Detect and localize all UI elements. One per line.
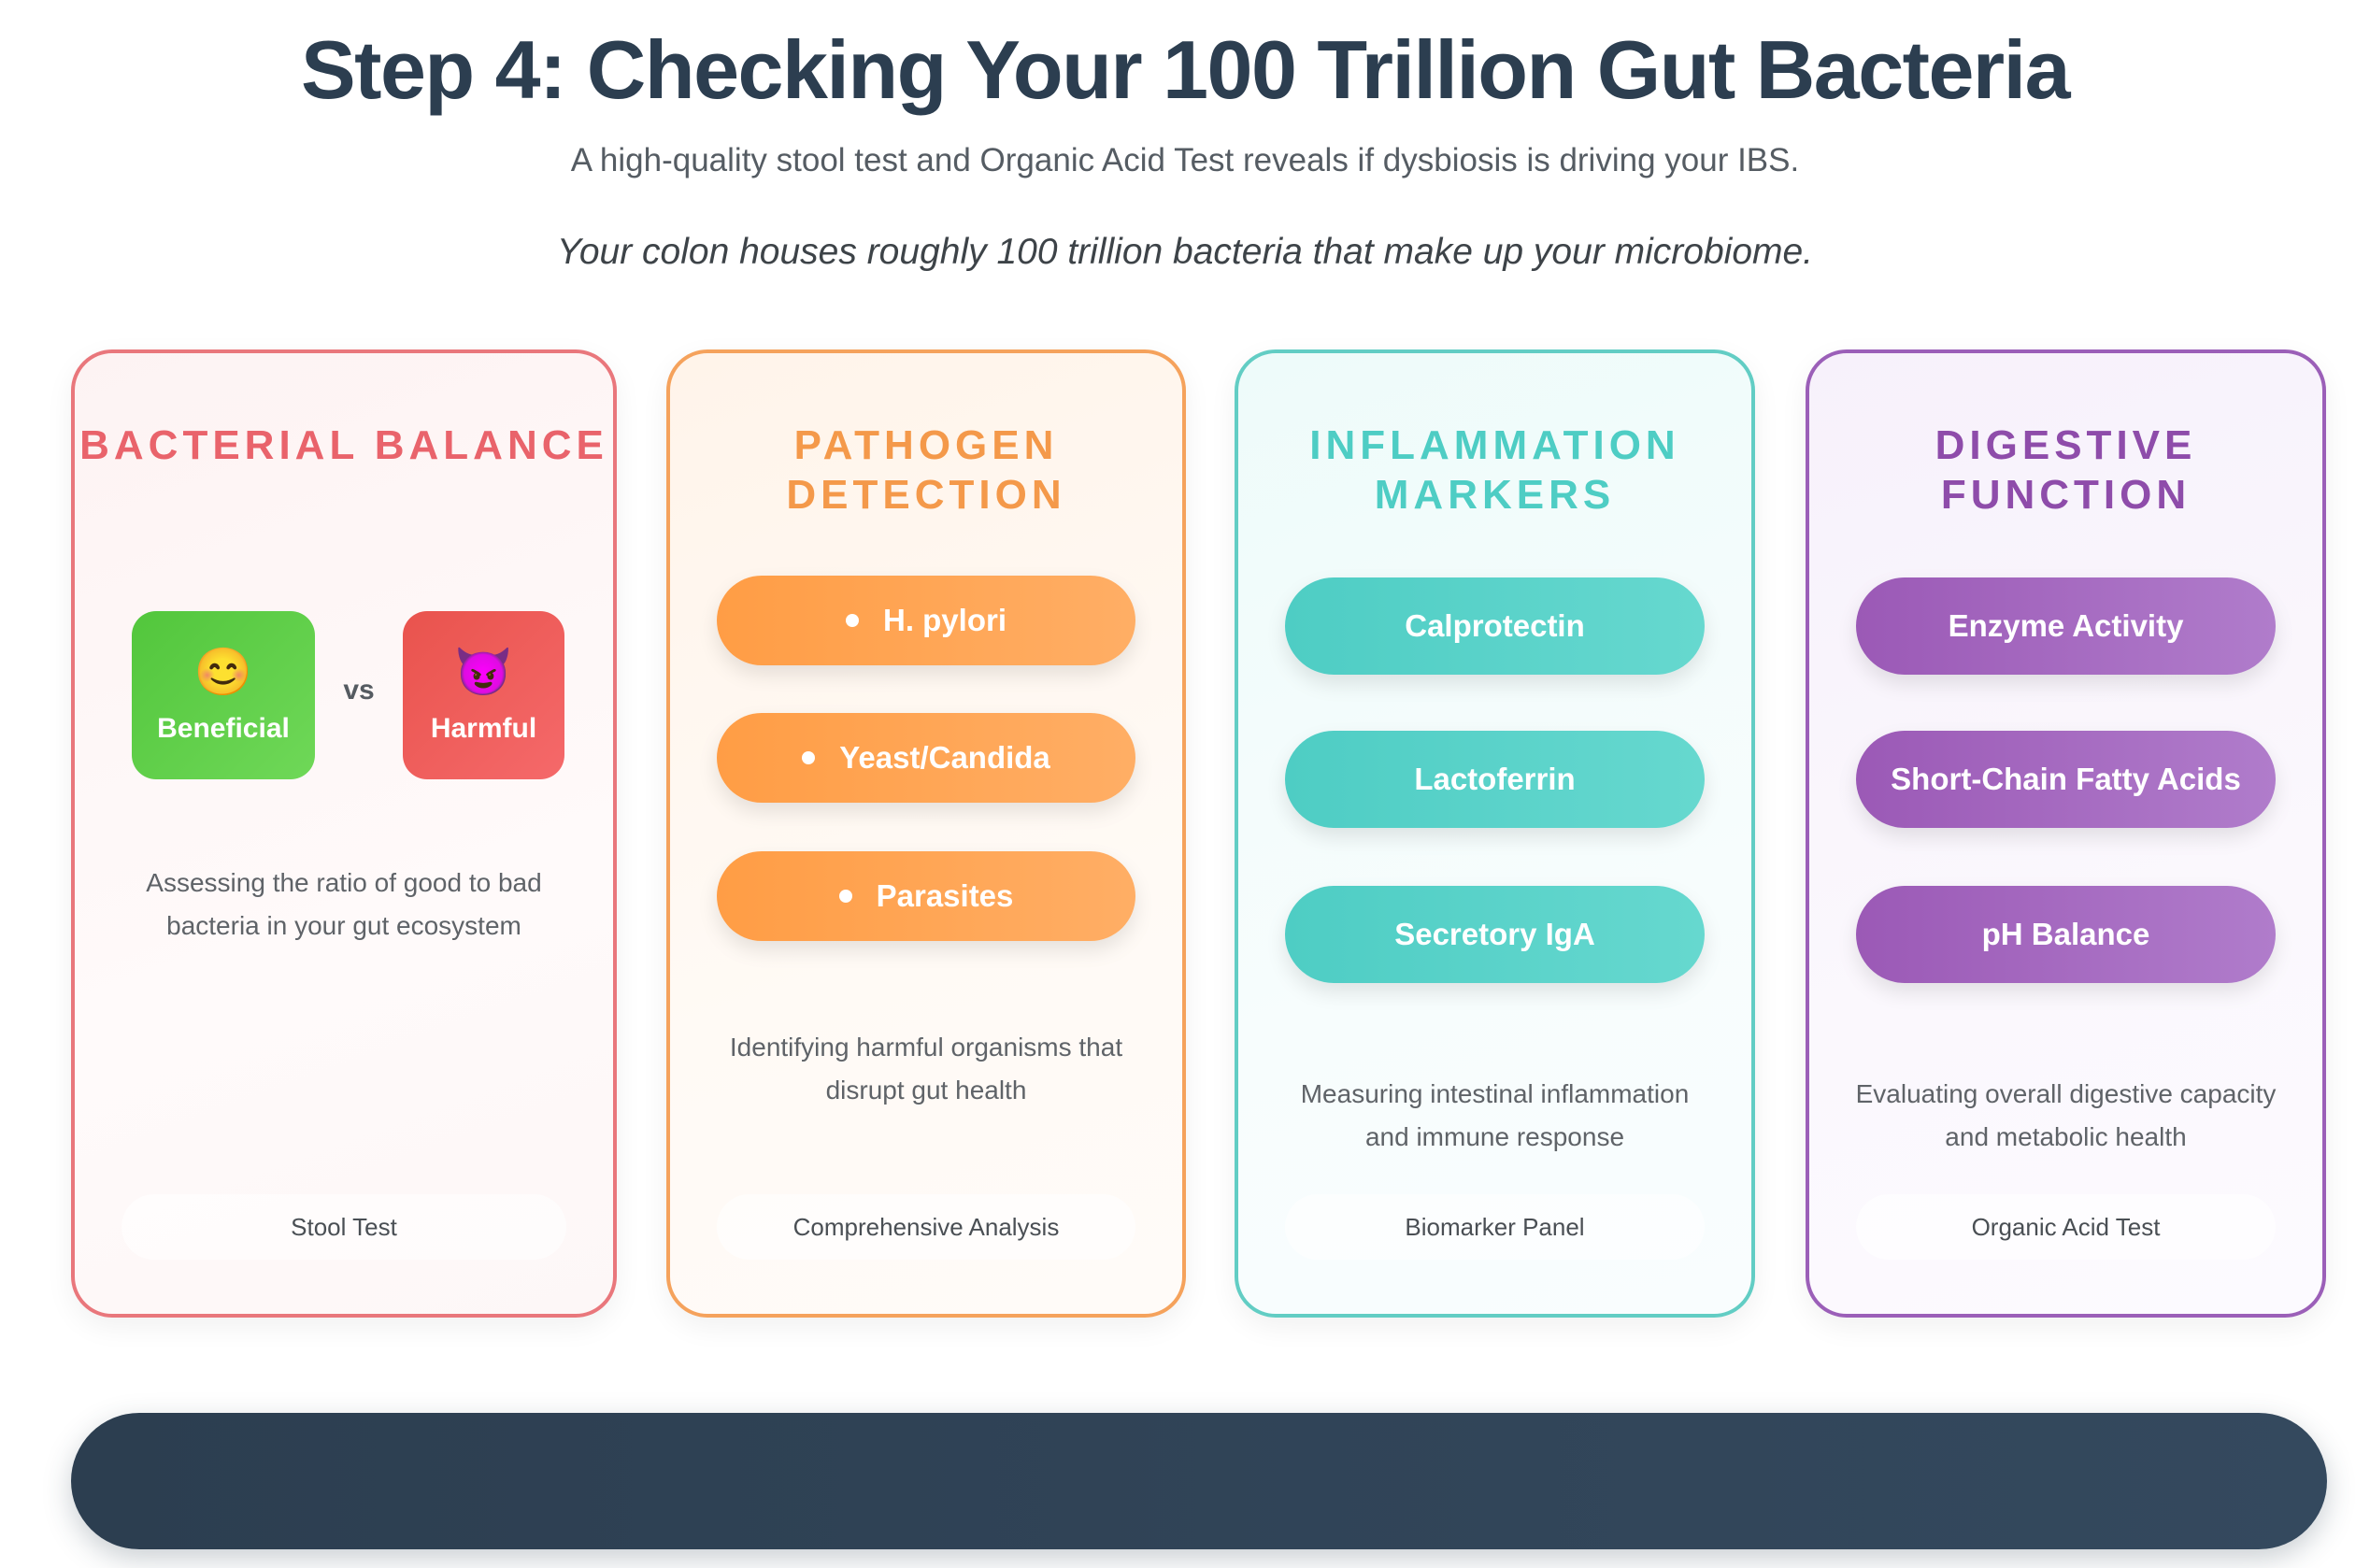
card-description: Identifying harmful organisms that disru… (729, 1033, 1123, 1105)
bottom-banner (71, 1413, 2327, 1549)
marker-pill-secretory-iga: Secretory IgA (1285, 886, 1705, 983)
card-footer-label: Biomarker Panel (1285, 1194, 1705, 1260)
card-digestive-function: Digestive Function Enzyme Activity Short… (1806, 349, 2326, 1318)
pill-label: H. pylori (882, 603, 1007, 637)
card-description: Measuring intestinal inflammation and im… (1300, 1079, 1690, 1151)
card-bacterial-balance: Bacterial Balance 😊 Beneficial vs 😈 Harm… (71, 349, 617, 1318)
pill-label: pH Balance (1981, 917, 2150, 951)
marker-pill-lactoferrin: Lactoferrin (1285, 731, 1705, 828)
card-description: Assessing the ratio of good to bad bacte… (146, 868, 542, 940)
card-footer-label: Comprehensive Analysis (717, 1194, 1135, 1260)
card-inflammation-markers: Inflammation Markers Calprotectin Lactof… (1235, 349, 1755, 1318)
function-pill-enzyme-activity: Enzyme Activity (1856, 577, 2276, 675)
card-title: Digestive Function (1935, 422, 2197, 518)
bacteria-comparison: 😊 Beneficial vs 😈 Harmful (75, 611, 613, 779)
intro-text: Your colon houses roughly 100 trillion b… (556, 232, 1814, 272)
card-footer-label: Organic Acid Test (1856, 1194, 2276, 1260)
bullet-icon (838, 890, 852, 903)
pathogen-pill-parasites: Parasites (717, 851, 1135, 941)
bullet-icon (845, 614, 859, 627)
harmful-label: Harmful (430, 713, 537, 744)
smiling-face-icon: 😊 (193, 646, 253, 698)
pathogen-pill-h-pylori: H. pylori (717, 576, 1135, 665)
card-title: Pathogen Detection (786, 422, 1066, 518)
beneficial-badge: 😊 Beneficial (132, 611, 315, 779)
beneficial-label: Beneficial (157, 713, 290, 744)
pill-label: Lactoferrin (1414, 762, 1576, 796)
card-pathogen-detection: Pathogen Detection H. pylori Yeast/Candi… (666, 349, 1186, 1318)
pill-label: Parasites (876, 878, 1014, 913)
pill-label: Enzyme Activity (1948, 608, 2184, 643)
pill-label: Yeast/Candida (839, 740, 1050, 775)
card-description: Evaluating overall digestive capacity an… (1855, 1079, 2277, 1151)
marker-pill-calprotectin: Calprotectin (1285, 577, 1705, 675)
bullet-icon (802, 751, 816, 764)
function-pill-ph-balance: pH Balance (1856, 886, 2276, 983)
card-title: Bacterial Balance (79, 422, 608, 468)
harmful-badge: 😈 Harmful (403, 611, 564, 779)
pill-label: Secretory IgA (1394, 917, 1595, 951)
pathogen-pill-yeast-candida: Yeast/Candida (717, 713, 1135, 803)
page-title: Step 4: Checking Your 100 Trillion Gut B… (300, 23, 2071, 116)
devil-face-icon: 😈 (454, 646, 513, 698)
vs-label: vs (343, 675, 375, 706)
card-footer-label: Stool Test (121, 1194, 566, 1260)
page-subtitle: A high-quality stool test and Organic Ac… (570, 142, 1800, 178)
pill-label: Short-Chain Fatty Acids (1891, 762, 2241, 796)
card-title: Inflammation Markers (1309, 422, 1680, 518)
function-pill-scfa: Short-Chain Fatty Acids (1856, 731, 2276, 828)
pill-label: Calprotectin (1405, 608, 1585, 643)
